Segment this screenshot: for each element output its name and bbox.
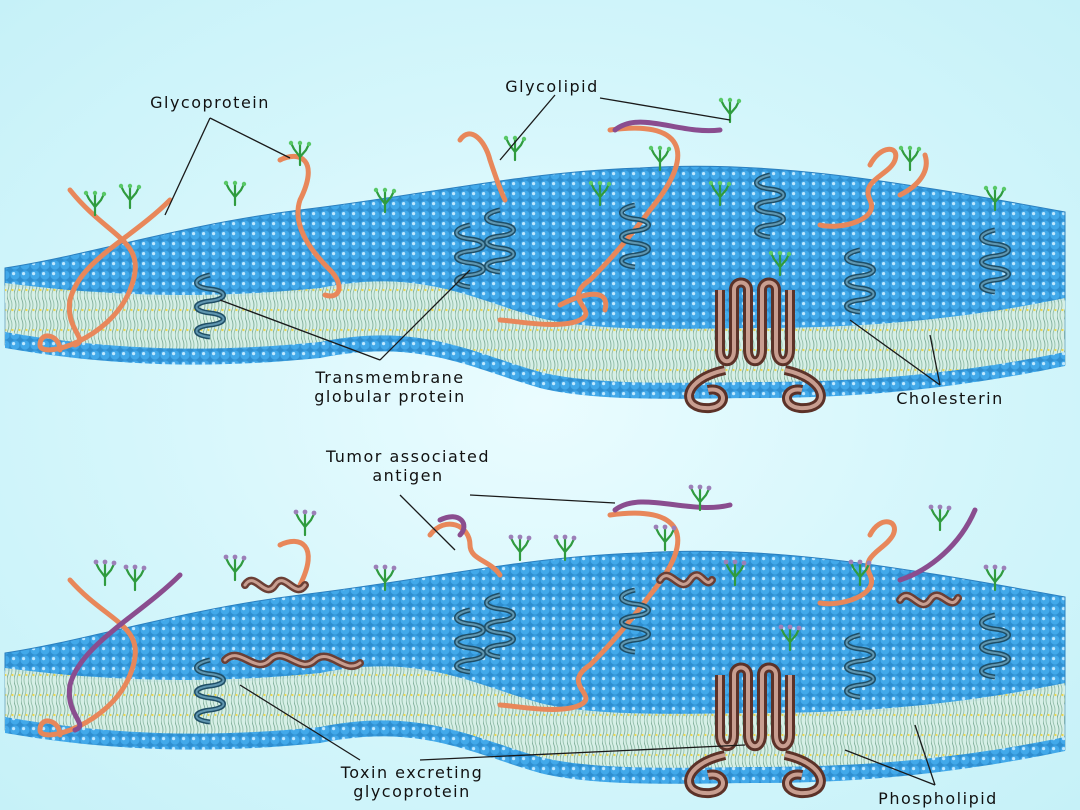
- tumor-antigen-strands: [66, 499, 978, 733]
- top-leader-lines: [164, 94, 941, 386]
- label-glycoprotein: Glycoprotein: [150, 93, 270, 112]
- bottom-leader-lines: [239, 494, 936, 786]
- toxin-glycoprotein-highlights: [223, 573, 960, 668]
- glycoprotein-strands: [37, 510, 897, 738]
- label-tumor-line2: antigen: [372, 466, 443, 485]
- label-phospholipid: Phospholipid: [878, 789, 998, 808]
- glycolipid-strand: [612, 119, 723, 134]
- label-transmembrane-line2: globular protein: [314, 387, 465, 406]
- glycoprotein-strands: [37, 125, 929, 353]
- label-transmembrane-line1: Transmembrane: [314, 368, 464, 387]
- label-toxin-line1: Toxin excreting: [340, 763, 484, 782]
- top-membrane-panel: Glycoprotein Glycolipid Transmembrane gl…: [4, 77, 1066, 408]
- label-tumor-line1: Tumor associated: [325, 447, 490, 466]
- label-cholesterin: Cholesterin: [896, 389, 1004, 408]
- label-glycolipid: Glycolipid: [505, 77, 599, 96]
- bottom-membrane-panel: [4, 483, 1066, 793]
- label-toxin-line2: glycoprotein: [353, 782, 471, 801]
- phospholipid-bilayer: [4, 550, 1066, 785]
- phospholipid-bilayer: [4, 165, 1066, 400]
